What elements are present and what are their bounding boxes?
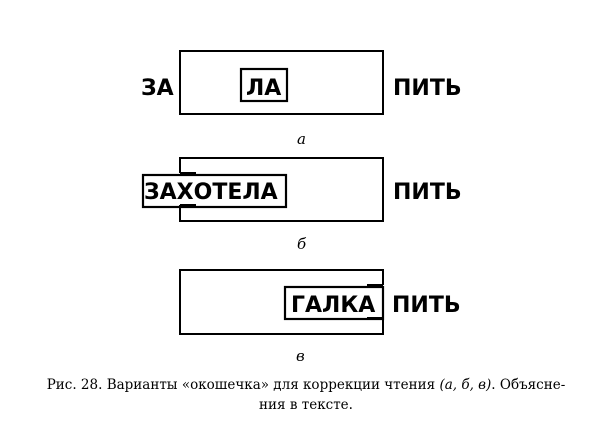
panel-b-label: б xyxy=(297,235,307,253)
panel-c-window-word: ГАЛКА xyxy=(291,293,375,318)
panel-c-label: в xyxy=(296,347,305,365)
caption-refs: (а, б, в) xyxy=(439,377,492,393)
panel-c: ГАЛКА ПИТЬ в xyxy=(179,269,461,365)
panel-a-left-word: ЗА xyxy=(141,76,174,101)
figure-caption: Рис. 28. Варианты «окошечка» для коррекц… xyxy=(8,375,604,415)
panel-c-right-word: ПИТЬ xyxy=(392,293,461,318)
panel-b-window xyxy=(141,173,288,209)
panel-c-window xyxy=(283,285,385,321)
panel-b-card xyxy=(179,157,384,222)
panel-b-right-word: ПИТЬ xyxy=(393,180,462,205)
panel-a-right-word: ПИТЬ xyxy=(393,76,462,101)
panel-a-label: а xyxy=(297,130,306,148)
panel-a-window-word: ЛА xyxy=(246,76,281,101)
panel-b-slot xyxy=(180,172,196,206)
panel-a-window xyxy=(239,67,289,103)
caption-lead: Рис. 28. Варианты «окошечка» для коррекц… xyxy=(46,377,436,393)
caption-line-2: ния в тексте. xyxy=(259,397,353,413)
panel-a: ЗА ЛА ПИТЬ а xyxy=(141,50,462,148)
panel-b: ЗАХОТЕЛА ПИТЬ б xyxy=(141,157,462,253)
caption-tail: . Объясне- xyxy=(491,377,566,393)
panel-b-window-word: ЗАХОТЕЛА xyxy=(144,180,278,205)
panel-c-card xyxy=(179,269,384,335)
panel-a-card xyxy=(179,50,384,115)
